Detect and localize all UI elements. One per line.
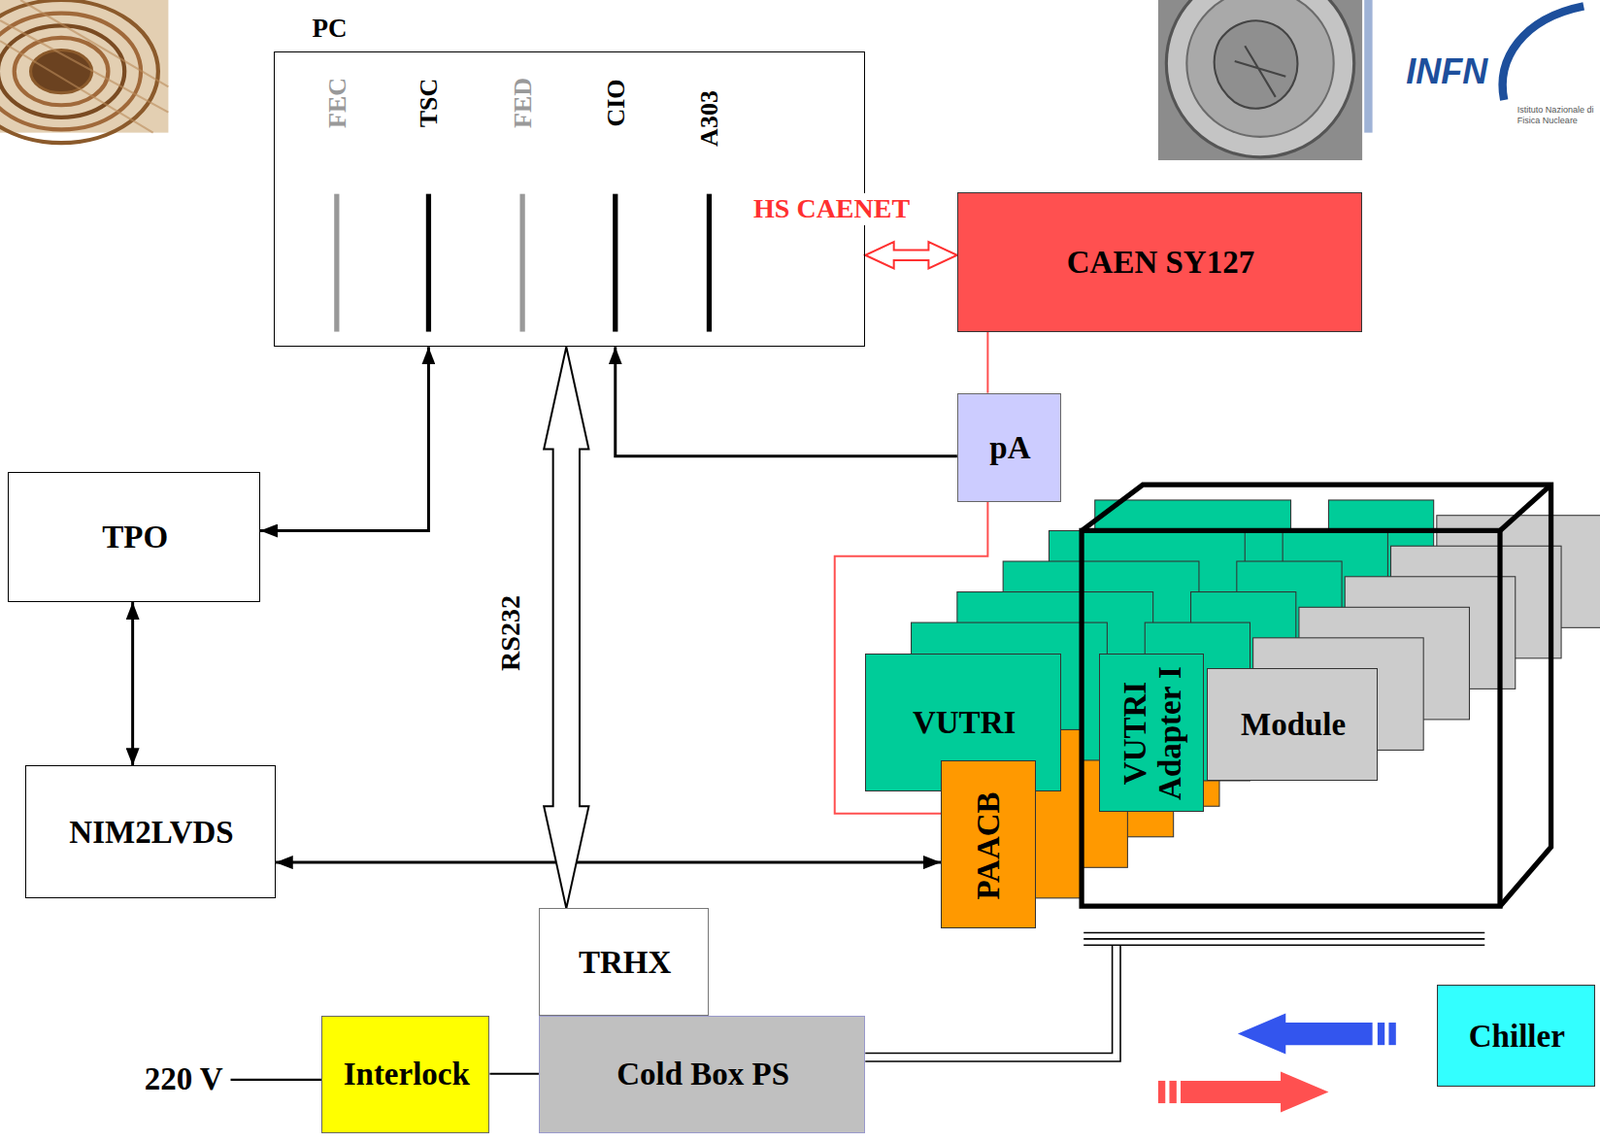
signal-wire [131,601,134,766]
signal-wire [489,1072,538,1075]
paacb-board: PAACB [940,760,1036,929]
arrow-stripe [1158,1080,1166,1103]
pc-cards [333,194,712,333]
seal-figure [1234,45,1287,98]
infn-logo [1364,0,1600,134]
node-text: FED [508,77,538,129]
node-text: Module [1240,706,1346,744]
node-text: PC [311,14,347,45]
signal-wire [615,346,958,456]
logo-text: INFN [1405,51,1488,92]
node-text: pA [989,430,1031,467]
cable-line [1083,932,1485,934]
adapter-board: VUTRI Adapter I [1099,653,1204,812]
node-text: VUTRI [912,704,1016,742]
card-bar [706,194,712,333]
signal-wire [986,332,989,394]
card-bar [333,194,339,333]
card-bar [519,194,525,333]
bus-arrow [865,241,958,268]
power-supply-box: Cold Box PS [538,1015,866,1134]
node-text: Chiller [1468,1018,1566,1056]
cable-line [865,944,1112,1053]
node-text: Cold Box PS [616,1056,790,1094]
arrow-stripe [1377,1022,1385,1045]
logo-ground [1364,0,1600,134]
logo-curve [1502,5,1584,100]
arrow-stripe [1388,1022,1396,1045]
coil-picture [0,0,168,143]
node-text: TPO [101,519,168,557]
computer-box: PCFECTSCFEDCIOA303 [273,51,867,348]
card-bar [426,194,432,333]
box-edge [1500,484,1552,531]
card-bar [612,194,618,333]
coil-core [31,49,93,93]
power-cable [865,933,1485,1062]
bus-label: HS CAENET [750,193,913,225]
hv-supply-box: CAEN SY127 [957,192,1363,333]
box-edge [1081,484,1551,906]
node-text: CAEN SY127 [1066,244,1255,282]
sensor-box: TRHX [538,907,710,1015]
seal-figure [1214,20,1299,108]
node-text: A303 [696,90,726,147]
node-text: TSC [414,78,444,129]
chiller-box: Chiller [1436,984,1596,1087]
bus-arrow [543,346,589,908]
signal-wire [260,346,429,531]
logo-subtitle: Istituto Nazionale di Fisica Nucleare [1517,104,1600,126]
supply-voltage: 220 V [144,1061,224,1099]
arrow-shape [1237,1013,1373,1055]
seal-ring [1186,0,1334,137]
cable-line [1083,943,1485,946]
arrow-stripe [1168,1080,1176,1103]
bus-label: RS232 [494,592,526,674]
coolant-return-arrow [1237,1013,1397,1055]
picoammeter-box: pA [957,393,1062,502]
seal-logo [1158,0,1363,161]
module-board: Module [1206,667,1378,781]
interlock-box: Interlock [321,1015,490,1134]
node-text: CIO [601,79,632,128]
process-box: TPO [7,471,261,603]
mains-wire [231,1078,323,1081]
node-text: VUTRI Adapter I [1117,661,1189,806]
box-edge [1081,530,1500,906]
node-text: FEC [323,77,353,129]
signal-wire [275,861,941,865]
coil-wire [0,0,168,134]
arrow-shape [1180,1070,1329,1112]
cable-line [865,944,1121,1062]
process-box: NIM2LVDS [25,765,276,899]
cable-line [1083,937,1485,940]
seal-ring [1166,0,1354,158]
node-text: TRHX [578,944,671,982]
coolant-supply-arrow [1158,1070,1330,1112]
node-text: PAACB [970,791,1008,900]
logo-edge [1364,0,1372,134]
node-text: Interlock [343,1056,470,1094]
node-text: NIM2LVDS [68,814,234,852]
cold-box-outline [1081,484,1551,906]
